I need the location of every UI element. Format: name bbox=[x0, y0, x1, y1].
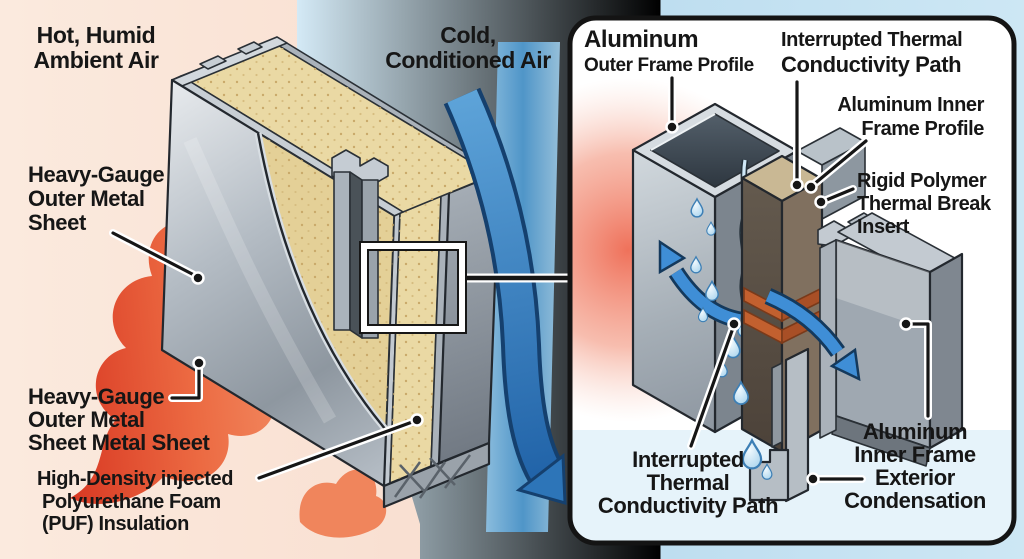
thermal-path-top-line-1: Interrupted Thermal bbox=[781, 29, 962, 51]
thermal-path-bottom-line-2: Thermal bbox=[647, 470, 730, 495]
inner-frame-profile bbox=[817, 212, 964, 467]
cold-arrowhead bbox=[515, 453, 567, 506]
hot-air-flame-tongue bbox=[299, 469, 387, 538]
thermal-path-bottom-line-3: Conductivity Path bbox=[598, 493, 778, 518]
panel-front-face bbox=[160, 78, 396, 488]
cold-air-flow-arrow bbox=[443, 87, 567, 506]
leader-dot bbox=[727, 317, 741, 331]
foam-label-line-1: High-Density injected bbox=[37, 468, 233, 490]
peel-edge-line bbox=[256, 132, 387, 431]
left-leader-lines bbox=[109, 229, 424, 482]
zoom-box-inner bbox=[361, 243, 465, 332]
foam-label: High-Density injected Polyurethane Foam … bbox=[37, 468, 233, 535]
condensation-label-line-1: Aluminum bbox=[863, 419, 967, 444]
cold-air-label-line-1: Cold, bbox=[440, 22, 496, 48]
inset-leader-lines bbox=[665, 74, 932, 486]
inner-frame-label-line-1: Aluminum Inner bbox=[837, 94, 984, 116]
inset-panel: Aluminum Outer Frame Profile Interrupted… bbox=[567, 15, 1017, 546]
thermal-path-top-line-2: Conductivity Path bbox=[781, 52, 961, 77]
outer-sheet-lower-line-2: Outer Metal bbox=[28, 407, 145, 432]
outer-sheet-lower-line-1: Heavy-Gauge bbox=[28, 384, 164, 409]
extrusion-notch-1 bbox=[199, 55, 227, 70]
thermal-break-label-line-1: Rigid Polymer bbox=[857, 170, 987, 192]
outer-sheet-upper-line-2: Outer Metal bbox=[28, 186, 145, 211]
heat-arrowhead-right bbox=[829, 347, 861, 382]
hot-air-label-line-1: Hot, Humid bbox=[37, 22, 156, 48]
foam-label-line-3: (PUF) Insulation bbox=[42, 513, 189, 535]
cold-air-label: Cold, Conditioned Air bbox=[385, 22, 551, 73]
condensation-label-line-2: Inner Frame bbox=[854, 442, 976, 467]
thermal-break-label-line-2: Thermal Break bbox=[857, 193, 992, 215]
condensation-label: Aluminum Inner Frame Exterior Condensati… bbox=[844, 419, 986, 513]
leader-dot bbox=[790, 178, 804, 192]
outer-sheet-upper-label: Heavy-Gauge Outer Metal Sheet bbox=[28, 162, 165, 235]
thermal-break-label-line-3: Insert bbox=[857, 216, 910, 238]
outer-frame-label-line-2: Outer Frame Profile bbox=[584, 55, 754, 76]
thermal-path-top-label: Interrupted Thermal Conductivity Path bbox=[781, 29, 963, 77]
leader-dot bbox=[410, 413, 424, 427]
outer-frame-label-line-1: Aluminum bbox=[584, 26, 698, 53]
condensation-droplets bbox=[690, 197, 773, 480]
hot-air-label: Hot, Humid Ambient Air bbox=[33, 22, 159, 73]
outer-frame-label: Aluminum Outer Frame Profile bbox=[584, 26, 754, 76]
hot-air-label-line-2: Ambient Air bbox=[33, 47, 159, 73]
insulated-panel bbox=[160, 36, 501, 509]
leader-dot bbox=[192, 356, 206, 370]
thermal-path-bottom-label: Interrupted Thermal Conductivity Path bbox=[598, 447, 779, 518]
leader-dot bbox=[814, 195, 828, 209]
thermal-path-bottom-line-1: Interrupted bbox=[632, 447, 744, 472]
outer-sheet-upper-line-3: Sheet bbox=[28, 210, 87, 235]
thermal-break-label: Rigid Polymer Thermal Break Insert bbox=[857, 170, 992, 238]
condensation-label-line-4: Condensation bbox=[844, 488, 986, 513]
top-foam-speckle bbox=[181, 41, 493, 212]
outer-sheet-lower-line-3: Sheet Metal Sheet bbox=[28, 430, 211, 455]
extrusion-notch-2 bbox=[237, 41, 263, 55]
detail-zoom-box bbox=[359, 241, 574, 334]
inset-border bbox=[567, 15, 1017, 546]
outer-sheet-upper-line-1: Heavy-Gauge bbox=[28, 162, 164, 187]
sheet-sheen bbox=[183, 137, 337, 424]
condensation-label-line-3: Exterior bbox=[875, 465, 956, 490]
leader-dot bbox=[804, 180, 818, 194]
leader-dot bbox=[806, 472, 820, 486]
outer-frame-front-face bbox=[631, 148, 717, 434]
foam-label-line-2: Polyurethane Foam bbox=[42, 491, 221, 513]
bottom-extrusion-profile bbox=[382, 441, 491, 509]
rim-highlight bbox=[650, 113, 716, 151]
inner-face-highlight bbox=[836, 240, 930, 330]
leader-dot bbox=[191, 271, 205, 285]
inner-frame-label: Aluminum Inner Frame Profile bbox=[837, 94, 985, 140]
outer-sheet-lower-label: Heavy-Gauge Outer Metal Sheet Metal Shee… bbox=[28, 384, 211, 455]
leader-dot bbox=[899, 317, 913, 331]
cold-air-label-line-2: Conditioned Air bbox=[385, 47, 551, 73]
inset-artwork bbox=[570, 18, 1014, 543]
heat-arrowhead-left bbox=[658, 239, 687, 275]
leader-dot bbox=[665, 120, 679, 134]
heat-path-arrows bbox=[658, 239, 861, 382]
foam-cross-section-speckle bbox=[390, 196, 441, 483]
inner-frame-label-line-2: Frame Profile bbox=[861, 118, 984, 140]
